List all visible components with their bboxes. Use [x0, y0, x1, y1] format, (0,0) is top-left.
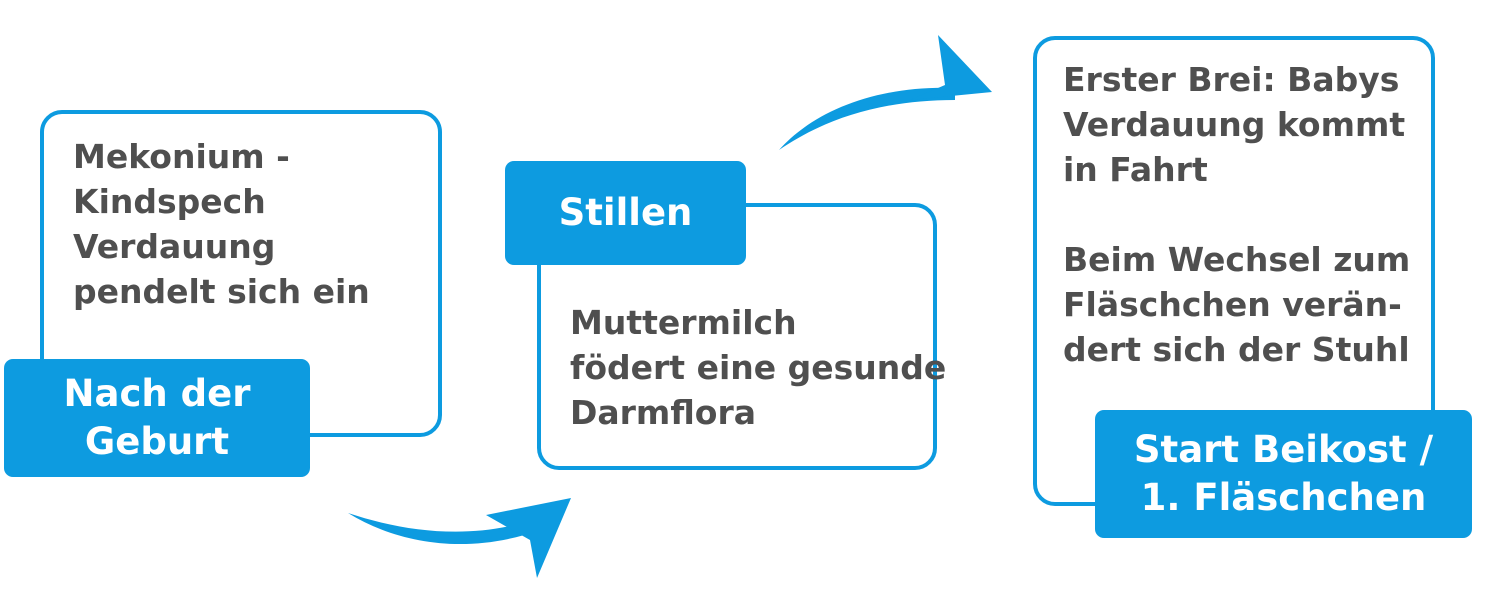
- step-3-label: Start Beikost / 1. Fläschchen: [1095, 410, 1472, 538]
- curved-arrow-icon: [348, 498, 571, 578]
- step-1-description: Mekonium - Kindspech Verdauung pendelt s…: [73, 137, 370, 311]
- curved-arrow-icon: [779, 35, 992, 150]
- step-3-description: Erster Brei: Babys Verdauung kommt in Fa…: [1063, 60, 1411, 369]
- step-2-description: Muttermilch födert eine gesunde Darmflor…: [570, 303, 947, 432]
- step-1-label: Nach der Geburt: [4, 359, 310, 477]
- step-2-label: Stillen: [505, 161, 746, 265]
